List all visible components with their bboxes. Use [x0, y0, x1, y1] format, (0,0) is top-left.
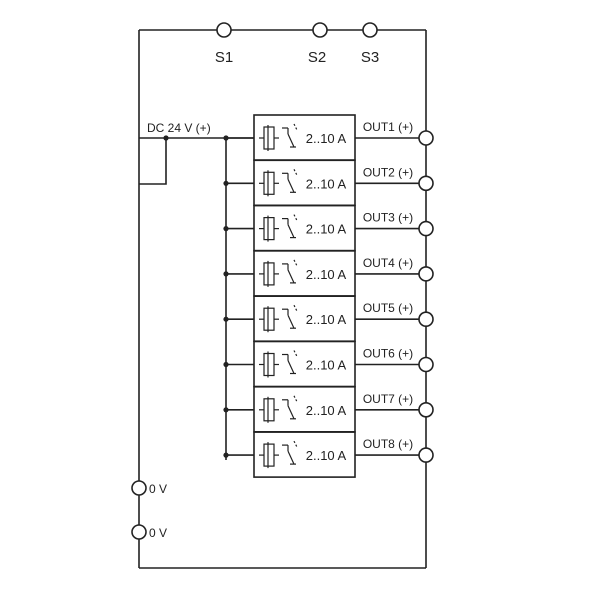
terminal-0v-top	[131, 480, 147, 496]
output-channel: 2..10 A OUT4 (+)	[223, 250, 434, 297]
terminal-out	[418, 311, 434, 327]
channel-rating: 2..10 A	[306, 403, 347, 418]
relay-symbol-icon	[259, 395, 298, 423]
channel-rating: 2..10 A	[306, 312, 347, 327]
output-channel: 2..10 A OUT3 (+)	[223, 204, 434, 252]
label-0v-top: 0 V	[149, 482, 167, 496]
junction-dot	[223, 452, 229, 458]
label-s3: S3	[361, 49, 379, 66]
relay-symbol-icon	[259, 214, 298, 242]
output-channel: 2..10 A OUT8 (+)	[223, 431, 434, 478]
dc-bridge-wire	[139, 138, 167, 185]
channel-rating: 2..10 A	[306, 448, 347, 463]
terminal-s1	[216, 22, 232, 38]
terminal-out	[418, 220, 434, 237]
output-label: OUT7 (+)	[363, 392, 413, 406]
relay-symbol-icon	[259, 350, 298, 378]
terminal-0v-bottom	[131, 524, 147, 540]
junction-dot	[223, 361, 229, 368]
relay-symbol-icon	[259, 123, 298, 151]
output-channel: 2..10 A OUT2 (+)	[223, 159, 434, 207]
output-channel: 2..10 A OUT1 (+)	[223, 114, 434, 161]
terminal-out	[418, 266, 434, 282]
junction-dot	[223, 226, 229, 232]
channel-rating: 2..10 A	[306, 267, 347, 282]
output-label: OUT5 (+)	[363, 301, 413, 315]
output-label: OUT6 (+)	[363, 347, 413, 361]
terminal-s3	[362, 22, 378, 38]
terminal-out	[418, 447, 434, 463]
relay-symbol-icon	[259, 304, 298, 333]
relay-symbol-icon	[259, 440, 298, 469]
junction-dot	[223, 407, 229, 413]
output-channel: 2..10 A OUT5 (+)	[223, 295, 434, 342]
dc-supply-label: DC 24 V (+)	[147, 121, 211, 135]
junction-dot	[223, 180, 229, 186]
label-0v-bottom: 0 V	[149, 526, 167, 540]
output-label: OUT4 (+)	[363, 256, 413, 270]
label-s2: S2	[308, 49, 326, 66]
junction-dot	[163, 135, 169, 141]
channel-rating: 2..10 A	[306, 222, 347, 237]
junction-dot	[223, 316, 229, 322]
output-label: OUT8 (+)	[363, 437, 413, 451]
channel-rating: 2..10 A	[306, 176, 347, 191]
terminal-out	[418, 175, 434, 192]
output-channel: 2..10 A OUT7 (+)	[223, 385, 434, 433]
terminal-out	[418, 356, 434, 373]
channel-rating: 2..10 A	[306, 131, 347, 146]
output-label: OUT1 (+)	[363, 120, 413, 134]
junction-dot	[223, 271, 229, 277]
terminal-out	[418, 130, 434, 146]
relay-symbol-icon	[259, 169, 298, 197]
output-channel: 2..10 A OUT6 (+)	[223, 340, 434, 388]
terminal-out	[418, 401, 434, 418]
output-channels: 2..10 A OUT1 (+) 2..10 A OUT2	[223, 114, 434, 478]
relay-symbol-icon	[259, 259, 298, 287]
output-label: OUT2 (+)	[363, 165, 413, 179]
terminal-s2	[312, 22, 328, 38]
junction-dot	[223, 135, 229, 141]
channel-rating: 2..10 A	[306, 358, 347, 373]
output-label: OUT3 (+)	[363, 211, 413, 225]
label-s1: S1	[215, 49, 233, 66]
